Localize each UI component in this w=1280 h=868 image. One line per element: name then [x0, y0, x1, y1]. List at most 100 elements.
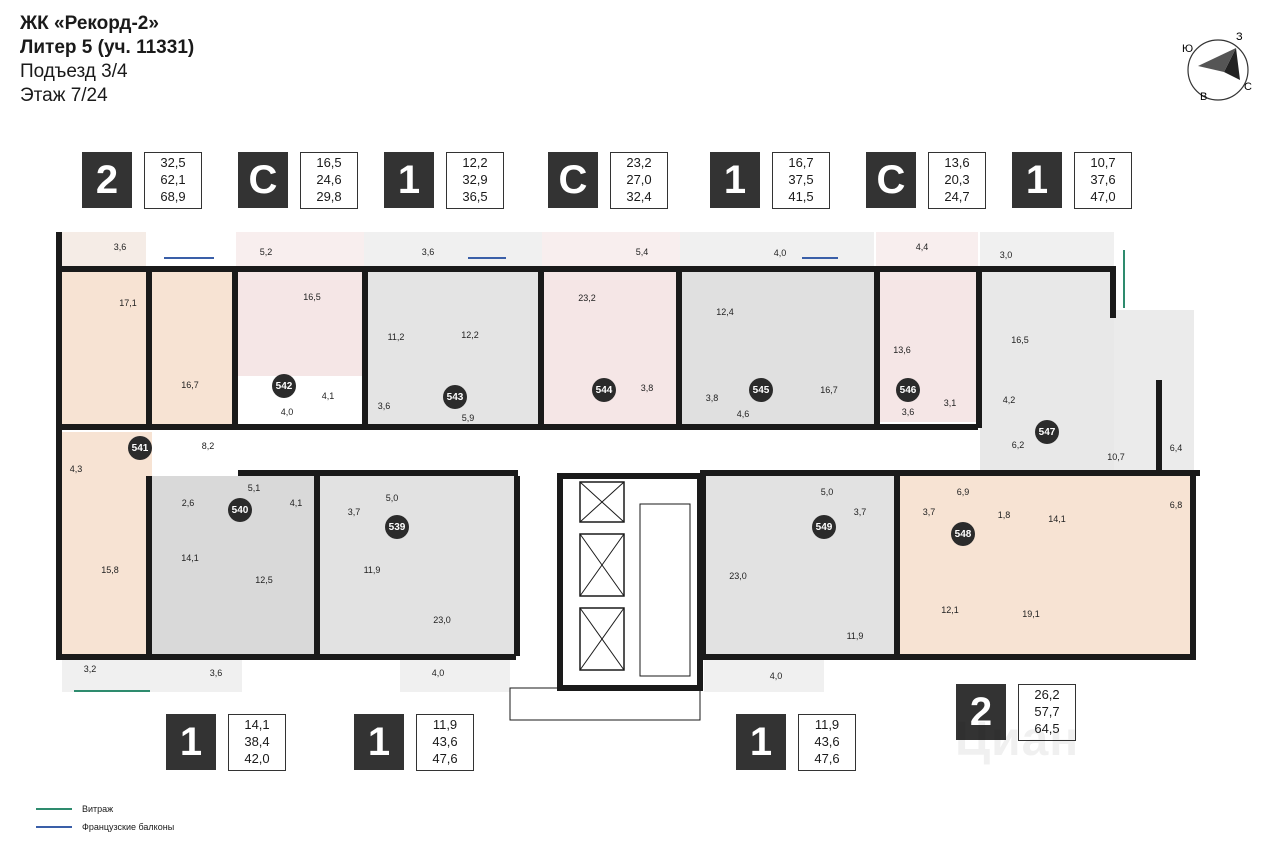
- room-area: 6,4: [1169, 443, 1183, 453]
- unit-badge[interactable]: 546: [896, 378, 920, 402]
- room-area: 4,1: [289, 498, 303, 508]
- unit-badge[interactable]: 548: [951, 522, 975, 546]
- room-area: 16,5: [303, 292, 321, 302]
- room-area: 3,1: [943, 398, 957, 408]
- rooms-count: С: [866, 152, 916, 208]
- room-area: 4,4: [915, 242, 929, 252]
- compass-north: З: [1236, 31, 1243, 43]
- total-area: 37,5: [788, 172, 814, 187]
- room-area: 16,7: [820, 385, 838, 395]
- total-area: 32,9: [462, 172, 488, 187]
- total-area: 27,0: [626, 172, 652, 187]
- room-area: 4,2: [1002, 395, 1016, 405]
- full-area: 36,5: [462, 189, 488, 204]
- room-area: 4,0: [280, 407, 294, 417]
- full-area: 41,5: [788, 189, 814, 204]
- room-area: 3,7: [347, 507, 361, 517]
- room-area: 3,2: [83, 664, 97, 674]
- living-area: 16,7: [788, 155, 814, 170]
- living-area: 32,5: [160, 155, 186, 170]
- full-area: 24,7: [944, 189, 970, 204]
- room-area: 12,1: [941, 605, 959, 615]
- compass-east: С: [1244, 81, 1252, 93]
- room-area: 3,6: [377, 401, 391, 411]
- rooms-count: 1: [736, 714, 786, 770]
- living-area: 13,6: [944, 155, 970, 170]
- floor-label: Этаж 7/24: [20, 85, 108, 106]
- header: ЖК «Рекорд-2» Литер 5 (уч. 11331) Подъез…: [20, 12, 194, 108]
- room-area: 3,8: [640, 383, 654, 393]
- room-area: 4,0: [773, 248, 787, 258]
- room-area: 4,6: [736, 409, 750, 419]
- room-area: 11,2: [387, 332, 405, 342]
- walls: [56, 232, 1200, 660]
- areas-box: 12,2 32,9 36,5: [446, 152, 504, 209]
- unit-badge[interactable]: 542: [272, 374, 296, 398]
- unit-badge[interactable]: 547: [1035, 420, 1059, 444]
- living-area: 12,2: [462, 155, 488, 170]
- room-area: 12,2: [461, 330, 479, 340]
- areas-box: 32,5 62,1 68,9: [144, 152, 202, 209]
- full-area: 32,4: [626, 189, 652, 204]
- total-area: 24,6: [316, 172, 342, 187]
- total-area: 37,6: [1090, 172, 1116, 187]
- room-area: 13,6: [893, 345, 911, 355]
- elevator-core: [509, 473, 703, 721]
- room-area: 5,4: [635, 247, 649, 257]
- unit-badge[interactable]: 544: [592, 378, 616, 402]
- unit-badge[interactable]: 549: [812, 515, 836, 539]
- unit-badge[interactable]: 541: [128, 436, 152, 460]
- room-area: 3,7: [853, 507, 867, 517]
- room-area: 11,9: [846, 631, 864, 641]
- legend-label: Французские балконы: [82, 822, 175, 832]
- unit-badge[interactable]: 540: [228, 498, 252, 522]
- unit-badge[interactable]: 543: [443, 385, 467, 409]
- rooms-count: С: [548, 152, 598, 208]
- room-area: 5,0: [385, 493, 399, 503]
- rooms-count: С: [238, 152, 288, 208]
- full-area: 64,5: [1034, 721, 1060, 736]
- room-area: 17,1: [119, 298, 137, 308]
- legend-item-vitrazh: Витраж: [36, 800, 174, 818]
- full-area: 68,9: [160, 189, 186, 204]
- room-area: 3,6: [421, 247, 435, 257]
- room-area: 3,7: [922, 507, 936, 517]
- total-area: 20,3: [944, 172, 970, 187]
- room-area: 3,6: [901, 407, 915, 417]
- room-area: 4,0: [769, 671, 783, 681]
- legend: Витраж Французские балконы: [36, 800, 174, 836]
- room-area: 19,1: [1022, 609, 1040, 619]
- entrance-label: Подъезд 3/4: [20, 61, 128, 82]
- room-area: 4,0: [431, 668, 445, 678]
- total-area: 62,1: [160, 172, 186, 187]
- unit-badge[interactable]: 545: [749, 378, 773, 402]
- apartment-tag[interactable]: С 13,6 20,3 24,7: [866, 152, 986, 209]
- legend-swatch: [36, 808, 72, 810]
- room-area: 23,0: [729, 571, 747, 581]
- living-area: 11,9: [814, 717, 840, 732]
- room-area: 3,0: [999, 250, 1013, 260]
- room-area: 23,2: [578, 293, 596, 303]
- rooms-count: 2: [956, 684, 1006, 740]
- living-area: 10,7: [1090, 155, 1116, 170]
- unit-badge[interactable]: 539: [385, 515, 409, 539]
- room-area: 3,8: [705, 393, 719, 403]
- living-area: 14,1: [244, 717, 270, 732]
- room-area: 3,6: [113, 242, 127, 252]
